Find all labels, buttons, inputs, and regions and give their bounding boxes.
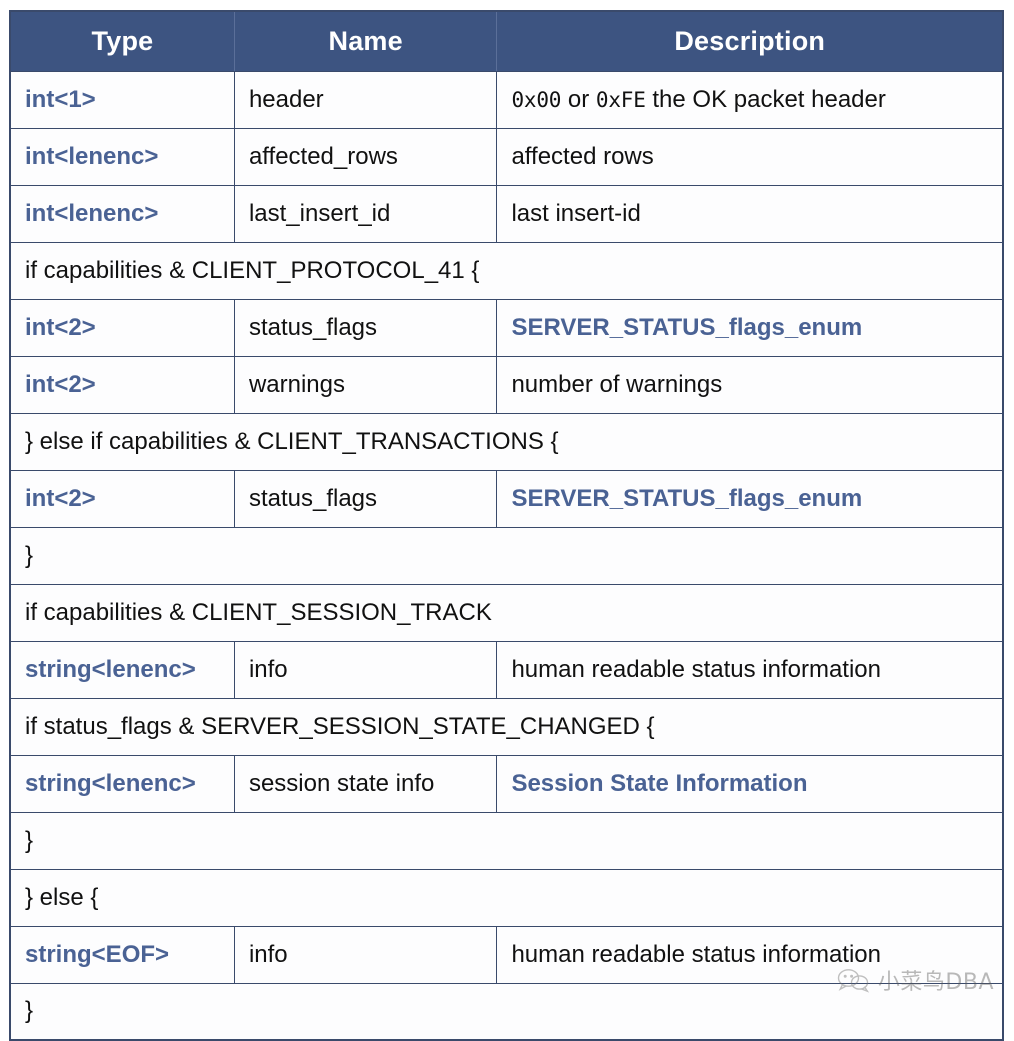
cell-type: string<lenenc> (9, 754, 235, 813)
cell-name: warnings (233, 355, 498, 414)
cell-name: info (233, 640, 498, 699)
cell-type: int<1> (9, 70, 235, 129)
cell-name: header (233, 70, 498, 129)
table-row: if capabilities & CLIENT_SESSION_TRACK (9, 583, 1004, 642)
cell-type: int<2> (9, 469, 235, 528)
cell-type: string<lenenc> (9, 640, 235, 699)
cell-description: affected rows (496, 127, 1004, 186)
table-row: } else { (9, 868, 1004, 927)
cell-type: int<lenenc> (9, 127, 235, 186)
cell-type: string<EOF> (9, 925, 235, 984)
description-fragment: 0xFE (595, 87, 646, 112)
table-row: if capabilities & CLIENT_PROTOCOL_41 { (9, 241, 1004, 300)
condition-row-text: if status_flags & SERVER_SESSION_STATE_C… (9, 697, 1004, 756)
condition-row-text: if capabilities & CLIENT_SESSION_TRACK (9, 583, 1004, 642)
cell-description: last insert-id (496, 184, 1004, 243)
column-header-type: Type (9, 10, 235, 72)
cell-type: int<lenenc> (9, 184, 235, 243)
condition-row-text: } else { (9, 868, 1004, 927)
table-row: } else if capabilities & CLIENT_TRANSACT… (9, 412, 1004, 471)
table-header: Type Name Description (9, 10, 1004, 72)
cell-description-link[interactable]: SERVER_STATUS_flags_enum (496, 298, 1004, 357)
condition-row-text: } else if capabilities & CLIENT_TRANSACT… (9, 412, 1004, 471)
cell-description: human readable status information (496, 640, 1004, 699)
table-row: } (9, 526, 1004, 585)
cell-name: status_flags (233, 469, 498, 528)
description-fragment: or (561, 85, 596, 113)
cell-name: session state info (233, 754, 498, 813)
cell-description: number of warnings (496, 355, 1004, 414)
cell-description-link[interactable]: SERVER_STATUS_flags_enum (496, 469, 1004, 528)
table-header-row: Type Name Description (9, 10, 1004, 72)
condition-row-text: } (9, 811, 1004, 870)
condition-row-text: } (9, 982, 1004, 1041)
column-header-description: Description (496, 10, 1004, 72)
cell-type: int<2> (9, 298, 235, 357)
condition-row-text: } (9, 526, 1004, 585)
cell-description: human readable status information (496, 925, 1004, 984)
description-fragment: 0x00 (511, 87, 562, 112)
cell-description: 0x00 or 0xFE the OK packet header (496, 70, 1004, 129)
cell-name: status_flags (233, 298, 498, 357)
table-row: } (9, 811, 1004, 870)
cell-description-link[interactable]: Session State Information (496, 754, 1004, 813)
description-fragment: the OK packet header (645, 85, 886, 113)
cell-name: info (233, 925, 498, 984)
cell-type: int<2> (9, 355, 235, 414)
table-row: } (9, 982, 1004, 1041)
cell-name: last_insert_id (233, 184, 498, 243)
table-row: if status_flags & SERVER_SESSION_STATE_C… (9, 697, 1004, 756)
condition-row-text: if capabilities & CLIENT_PROTOCOL_41 { (9, 241, 1004, 300)
column-header-name: Name (233, 10, 498, 72)
cell-name: affected_rows (233, 127, 498, 186)
